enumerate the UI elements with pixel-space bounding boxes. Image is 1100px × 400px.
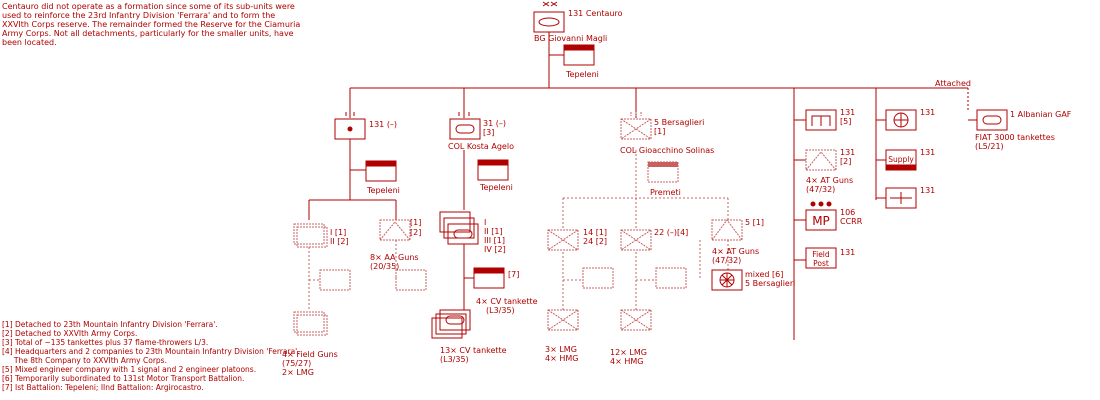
bersaglieri-at-symbol	[711, 219, 743, 241]
bn14-label2: 24 [2]	[583, 237, 608, 246]
gaf-unit-symbol	[976, 109, 1008, 131]
tank-co7-model: (L3/35)	[486, 306, 515, 315]
gaf-model: (L5/21)	[975, 142, 1004, 151]
tank-battalions-symbol	[439, 211, 479, 245]
tank-label: 31 (–)	[483, 119, 506, 128]
bn14-label: 14 [1]	[583, 228, 608, 237]
footnote-6: [6] Temporarily subordinated to 131st Mo…	[2, 374, 245, 383]
field-post-line2: Post	[813, 259, 829, 268]
bn22-equipment: 12× LMG	[610, 348, 647, 357]
bers-note: [1]	[654, 127, 666, 136]
bersaglieri-bn22-company-symbol	[620, 309, 652, 331]
tank-unit-symbol	[449, 112, 481, 140]
artillery-label: 131 (–)	[369, 120, 398, 129]
hospital-label: 131	[920, 186, 936, 195]
aa-label-1: [1]	[410, 218, 422, 227]
fieldgun-model: (75/27)	[282, 359, 312, 368]
tank-co7-label: [7]	[508, 270, 520, 279]
bersaglieri-bn14-company-symbol	[547, 309, 579, 331]
hq-label: 131 Centauro	[568, 9, 623, 18]
field-gun-battalion-symbol	[293, 223, 328, 248]
at-note: [2]	[840, 157, 852, 166]
footnote-7: [7] Ist Battalion: Tepeleni; IInd Battal…	[2, 383, 204, 392]
tank-sub-model: (L3/35)	[440, 355, 469, 364]
bn14-equipment: 3× LMG	[545, 345, 577, 354]
at5-equipment: 4× AT Guns	[712, 247, 760, 256]
tank-co7-equipment: 4× CV tankette	[476, 297, 538, 306]
hq-commander: BG Giovanni Magli	[534, 34, 608, 43]
aa-label-2: [2]	[410, 228, 422, 237]
hq-unit-symbol	[533, 1, 565, 33]
mixed-label2: 5 Bersaglieri	[745, 279, 796, 288]
bers-label: 5 Bersaglieri	[654, 118, 705, 127]
tankette-company-symbol	[431, 309, 471, 339]
bn22-extra: 4× HMG	[610, 357, 644, 366]
supply-symbol-text: Supply	[888, 155, 914, 164]
artillery-location: Tepeleni	[367, 186, 400, 195]
at-company-symbol	[805, 149, 837, 171]
bers-location: Premeti	[650, 188, 681, 197]
medical-label: 131	[920, 108, 936, 117]
aa-battery-symbol	[379, 219, 411, 241]
bersaglieri-unit-symbol	[620, 112, 652, 140]
bersaglieri-bn14-symbol	[547, 229, 579, 251]
hospital-symbol	[885, 187, 917, 209]
footnote-2: [2] Detached to XXVIth Army Corps.	[2, 329, 138, 338]
tank-note: [3]	[483, 128, 495, 137]
header-note: Centauro did not operate as a formation …	[2, 2, 301, 47]
bn14-extra: 4× HMG	[545, 354, 579, 363]
mp-symbol	[805, 209, 837, 231]
at-label: 131	[840, 148, 856, 157]
at5-label: 5 [1]	[745, 218, 764, 227]
hq-location: Tepeleni	[566, 70, 599, 79]
gaf-label: 1 Albanian GAF	[1010, 110, 1072, 119]
mp-symbol-text: MP	[812, 214, 830, 228]
footnote-4: [4] Headquarters and 2 companies to 23th…	[2, 347, 300, 356]
supply-label: 131	[920, 148, 936, 157]
footnote-3: [3] Total of ~135 tankettes plus 37 flam…	[2, 338, 209, 347]
fieldgun-label-1: I [1]	[330, 228, 347, 237]
bersaglieri-mixed-symbol	[711, 269, 743, 291]
fieldgun-equipment: 4× Field Guns	[282, 350, 338, 359]
tank-commander: COL Kosta Agelo	[448, 142, 514, 151]
attached-label: Attached	[935, 79, 971, 88]
tank-bn-4: IV [2]	[484, 245, 506, 254]
mixed-label: mixed [6]	[745, 270, 784, 279]
footnote-5: [5] Mixed engineer company with 1 signal…	[2, 365, 257, 374]
footnote-1: [1] Detached to 23th Mountain Infantry D…	[2, 320, 218, 329]
at5-model: (47/32)	[712, 256, 742, 265]
aa-equipment: 8× AA Guns	[370, 253, 419, 262]
footnote-4b: The 8th Company to XXVIth Army Corps.	[2, 356, 167, 365]
field-post-label: 131	[840, 248, 856, 257]
field-gun-company-symbol	[293, 311, 328, 336]
field-post-line1: Field	[812, 250, 830, 259]
mp-label: 106	[840, 208, 856, 217]
field-post-symbol	[805, 247, 837, 269]
bers-commander: COL Gioacchino Solinas	[620, 146, 715, 155]
at-equipment: 4× AT Guns	[806, 176, 854, 185]
tank-bn-3: III [1]	[484, 236, 505, 245]
tank-bn-2: II [1]	[484, 227, 503, 236]
bersaglieri-bn22-symbol	[620, 229, 652, 251]
eng-label: 131	[840, 108, 856, 117]
eng-note: [5]	[840, 117, 852, 126]
tank-sub-equipment: 13× CV tankette	[440, 346, 507, 355]
fieldgun-extra: 2× LMG	[282, 368, 314, 377]
gaf-equipment: FIAT 3000 tankettes	[975, 133, 1055, 142]
aa-model: (20/35)	[370, 262, 400, 271]
footnotes: [1] Detached to 23th Mountain Infantry D…	[2, 320, 300, 392]
tank-bn-1: I	[484, 218, 487, 227]
tank-location: Tepeleni	[480, 183, 513, 192]
at-model: (47/32)	[806, 185, 836, 194]
bn22-label: 22 (–)[4]	[654, 228, 689, 237]
mp-label2: CCRR	[840, 217, 863, 226]
fieldgun-label-2: II [2]	[330, 237, 349, 246]
